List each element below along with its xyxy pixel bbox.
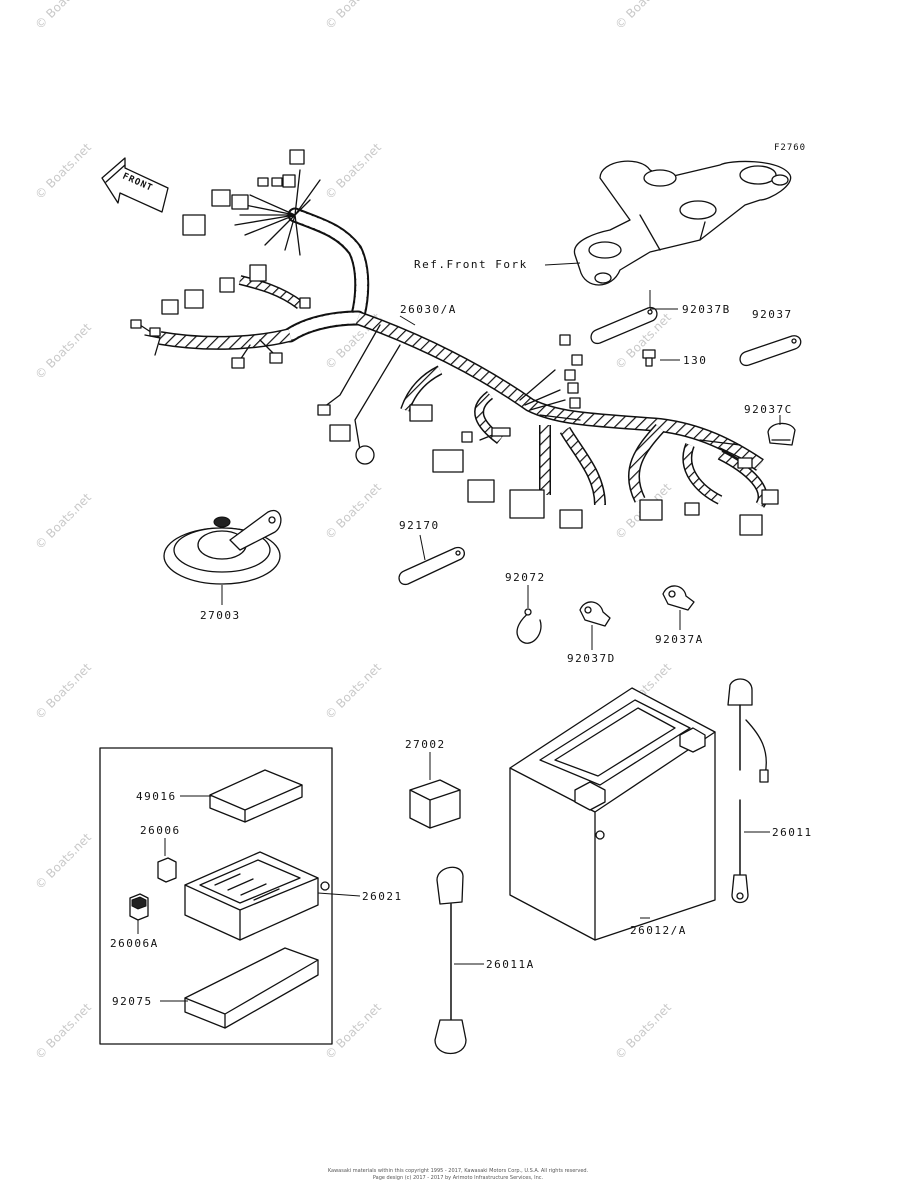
- label-49016: 49016: [136, 790, 177, 803]
- leader-line: [399, 315, 416, 326]
- part-92037C-clamp: [767, 422, 796, 446]
- footer-design-credit: Page design (c) 2017 - 2017 by Arimoto I…: [373, 1175, 544, 1181]
- part-92037D-clamp: [579, 601, 611, 627]
- watermark: © Boats.net: [612, 0, 674, 32]
- leader-line: [544, 262, 581, 266]
- label-92170: 92170: [399, 519, 440, 532]
- watermark: © Boats.net: [32, 830, 94, 892]
- label-27002: 27002: [405, 738, 446, 751]
- watermark: © Boats.net: [32, 320, 94, 382]
- part-26006A-fuse: [129, 893, 149, 921]
- part-26012A-battery: [509, 687, 716, 941]
- part-26021-fuse-box: [184, 851, 319, 941]
- label-ref-front-fork: Ref.Front Fork: [414, 258, 528, 271]
- footer-copyright: Kawasaki materials within this copyright…: [328, 1168, 589, 1174]
- watermark: © Boats.net: [32, 1000, 94, 1062]
- label-26006: 26006: [140, 824, 181, 837]
- label-26021: 26021: [362, 890, 403, 903]
- leader-line: [419, 534, 426, 561]
- watermark: © Boats.net: [612, 1000, 674, 1062]
- watermark: © Boats.net: [322, 140, 384, 202]
- label-27003: 27003: [200, 609, 241, 622]
- label-26012A: 26012/A: [630, 924, 687, 937]
- label-92075: 92075: [112, 995, 153, 1008]
- part-27003-horn: [163, 509, 282, 585]
- main-wiring-harness: [130, 149, 779, 536]
- part-92037-strap: [739, 335, 802, 367]
- leader-line: [317, 892, 361, 897]
- part-92072-band: [516, 608, 542, 644]
- part-92075-case: [184, 947, 319, 1029]
- watermark: © Boats.net: [32, 490, 94, 552]
- part-26011A-battery-cable: [434, 866, 467, 1054]
- part-92170-strap: [398, 546, 465, 586]
- label-130: 130: [683, 354, 707, 367]
- label-92037B: 92037B: [682, 303, 731, 316]
- watermark: © Boats.net: [32, 0, 94, 32]
- part-49016-cover: [209, 769, 303, 823]
- watermark: © Boats.net: [322, 0, 384, 32]
- watermark: © Boats.net: [322, 660, 384, 722]
- label-26011: 26011: [772, 826, 813, 839]
- part-92037A-clamp: [662, 585, 695, 611]
- label-92037C: 92037C: [744, 403, 793, 416]
- label-92037D: 92037D: [567, 652, 616, 665]
- part-26006-fuse: [157, 857, 177, 883]
- label-92037A: 92037A: [655, 633, 704, 646]
- mount-point-icon: [320, 881, 330, 891]
- figure-code: F2760: [774, 143, 806, 153]
- part-27002-relay: [409, 779, 461, 829]
- label-26006A: 26006A: [110, 937, 159, 950]
- watermark: © Boats.net: [32, 660, 94, 722]
- front-direction-arrow: FRONT: [101, 157, 169, 213]
- label-92072: 92072: [505, 571, 546, 584]
- label-92037: 92037: [752, 308, 793, 321]
- watermark: © Boats.net: [322, 480, 384, 542]
- watermark: © Boats.net: [32, 140, 94, 202]
- label-26011A: 26011A: [486, 958, 535, 971]
- part-92037B-strap: [590, 306, 658, 345]
- front-fork-triple-clamp: [574, 160, 792, 286]
- label-26030A: 26030/A: [400, 303, 457, 316]
- part-26011-cable: [727, 678, 769, 904]
- fuse-box-group-frame: [99, 747, 333, 1045]
- part-130-bolt: [642, 349, 656, 367]
